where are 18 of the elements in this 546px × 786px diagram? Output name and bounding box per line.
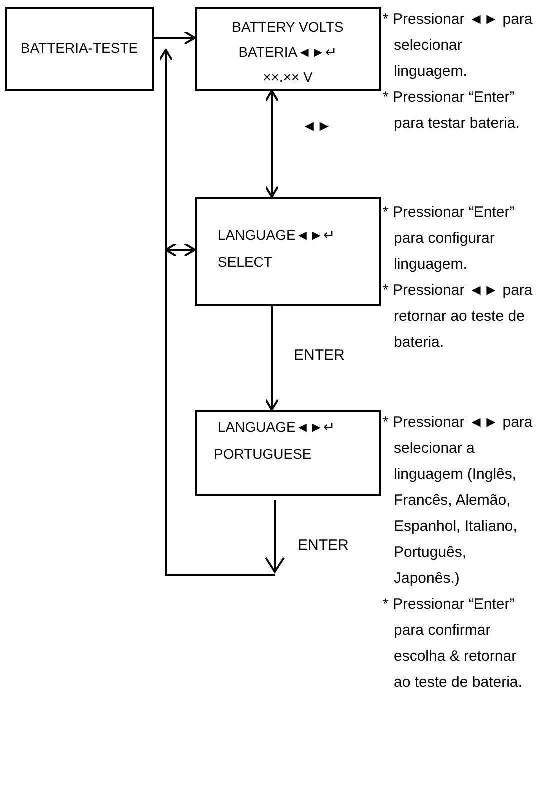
note-text: * Pressionar “Enter” para confirmar escolha & retornar ao teste de bateria. bbox=[383, 595, 524, 693]
screen-text: BATERIA◄►↵ bbox=[238, 43, 338, 61]
note-text: * Pressionar ◄► para retornar ao teste de bateria. bbox=[383, 281, 533, 353]
note-text: * Pressionar “Enter” para configurar linguagem. bbox=[383, 203, 516, 275]
screen-text: BATTERIA-TESTE bbox=[20, 39, 140, 57]
note-text: * Pressionar “Enter” para testar bateria. bbox=[383, 88, 521, 134]
screen-text: ××.×× V bbox=[262, 68, 314, 86]
screen-box bbox=[195, 7, 381, 91]
screen-box bbox=[5, 7, 154, 91]
screen-text: LANGUAGE◄►↵ bbox=[218, 418, 336, 436]
screen-text: BATTERY VOLTS bbox=[231, 18, 345, 36]
screen-box bbox=[195, 197, 381, 306]
screen-box bbox=[195, 410, 381, 496]
screen-text: PORTUGUESE bbox=[214, 445, 312, 463]
screen-text: LANGUAGE◄►↵ bbox=[218, 226, 336, 244]
note-text: * Pressionar ◄► para selecionar a linguagem (Inglês, Francês, Alemão, Espanhol, Italiano, Português, Japonês.) bbox=[383, 413, 533, 589]
note-text: * Pressionar ◄► para selecionar linguagem. bbox=[383, 10, 533, 82]
screen-text: SELECT bbox=[218, 253, 272, 271]
